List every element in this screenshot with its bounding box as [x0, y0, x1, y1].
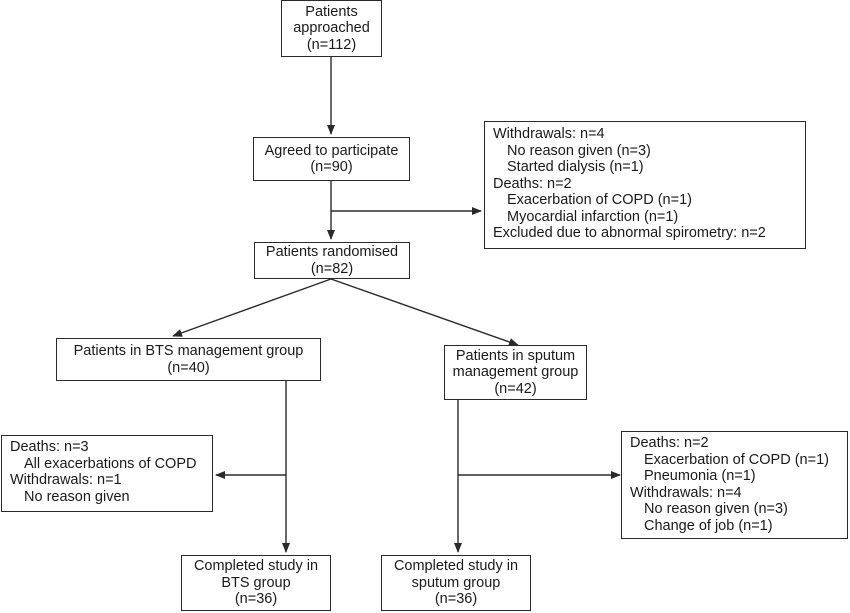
box-sputum-management-group: Patients in sputum management group (n=4… — [444, 345, 587, 400]
box-line: (n=36) — [234, 591, 278, 608]
box-line: No reason given (n=3) — [507, 142, 651, 159]
box-line: Agreed to participate — [264, 142, 399, 159]
box-bts-losses: Deaths: n=3 All exacerbations of COPD Wi… — [1, 435, 213, 512]
box-line: management group — [452, 364, 579, 381]
box-line: Completed study in — [393, 558, 519, 575]
box-line: Exacerbation of COPD (n=1) — [644, 451, 829, 468]
box-line: Excluded due to abnormal spirometry: n=2 — [493, 225, 766, 241]
box-sputum-losses: Deaths: n=2 Exacerbation of COPD (n=1) P… — [621, 431, 848, 539]
box-bts-completed: Completed study in BTS group (n=36) — [181, 555, 331, 611]
box-line: Patients in sputum — [455, 347, 576, 364]
box-line: Patients — [305, 3, 358, 20]
box-line: Withdrawals: n=4 — [630, 484, 742, 501]
box-line: Deaths: n=2 — [493, 175, 572, 192]
arrow-randomised-to-sputum — [330, 278, 519, 346]
box-bts-management-group: Patients in BTS management group (n=40) — [56, 338, 321, 381]
box-line: Myocardial infarction (n=1) — [507, 208, 679, 225]
box-line: Patients randomised — [265, 244, 399, 260]
box-line: Pneumonia (n=1) — [644, 468, 756, 484]
box-agreed-to-participate: Agreed to participate (n=90) — [253, 137, 410, 181]
box-line: (n=112) — [306, 36, 357, 53]
box-line: All exacerbations of COPD — [24, 455, 197, 472]
box-line: (n=82) — [310, 260, 354, 277]
box-line: Started dialysis (n=1) — [507, 159, 644, 175]
box-line: Withdrawals: n=4 — [493, 126, 605, 142]
box-exclusions: Withdrawals: n=4 No reason given (n=3) S… — [484, 121, 806, 249]
box-sputum-completed: Completed study in sputum group (n=36) — [381, 555, 531, 611]
box-line: (n=40) — [167, 359, 210, 376]
box-line: (n=42) — [494, 380, 537, 397]
box-patients-randomised: Patients randomised (n=82) — [254, 242, 410, 279]
box-line: BTS group — [221, 574, 291, 591]
box-patients-approached: Patients approached (n=112) — [281, 0, 382, 57]
box-line: Deaths: n=3 — [10, 439, 89, 455]
box-line: sputum group — [411, 574, 501, 591]
arrow-randomised-to-bts — [172, 278, 332, 337]
box-line: approached — [293, 20, 370, 37]
box-line: (n=36) — [434, 591, 478, 608]
box-line: (n=90) — [310, 159, 353, 175]
box-line: Completed study in — [193, 558, 319, 575]
box-line: Exacerbation of COPD (n=1) — [507, 192, 692, 208]
box-line: Change of job (n=1) — [644, 517, 773, 534]
box-line: No reason given — [24, 488, 130, 505]
box-line: Deaths: n=2 — [630, 435, 709, 451]
box-line: Withdrawals: n=1 — [10, 472, 122, 488]
box-line: No reason given (n=3) — [644, 501, 788, 517]
box-line: Patients in BTS management group — [73, 343, 304, 359]
